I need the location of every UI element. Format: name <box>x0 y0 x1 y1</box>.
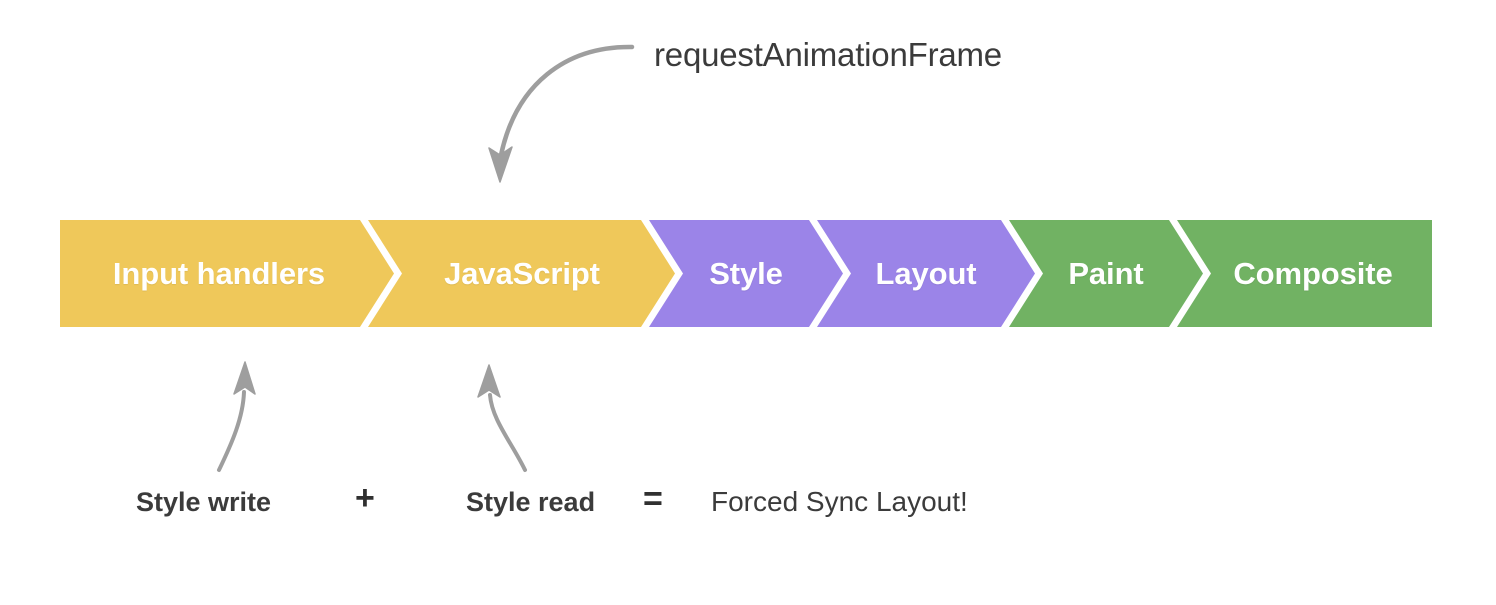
pipeline-stage-label-input-handlers[interactable]: Input handlers <box>112 255 326 291</box>
pipeline-stage-label-style[interactable]: Style <box>709 255 783 291</box>
pipeline-stage-label-javascript[interactable]: JavaScript <box>444 255 600 291</box>
pipeline-stage-label-composite[interactable]: Composite <box>1233 255 1393 291</box>
pipeline-stage-shape-style[interactable] <box>649 220 843 327</box>
formula-operator-plus: + <box>355 479 375 517</box>
pipeline-stage-shape-layout[interactable] <box>817 220 1035 327</box>
rendering-pipeline: Input handlers JavaScript Style Layout P… <box>60 220 1432 327</box>
formula-term-style-write: Style write <box>136 487 272 517</box>
formula-result-forced-sync-layout: Forced Sync Layout! <box>711 486 968 517</box>
pipeline-stage-label-paint[interactable]: Paint <box>1068 255 1144 291</box>
formula-operator-equals: = <box>643 480 663 518</box>
pipeline-stage-label-layout[interactable]: Layout <box>875 255 977 291</box>
pipeline-stage-shape-javascript[interactable] <box>368 220 675 327</box>
curved-arrow-up-icon-style-read <box>477 364 527 472</box>
formula-term-style-read: Style read <box>466 487 596 517</box>
pipeline-stage-shape-composite[interactable] <box>1177 220 1432 327</box>
curved-arrow-down-icon <box>488 44 635 183</box>
curved-arrow-up-icon-style-write <box>217 361 256 472</box>
pipeline-shapes <box>60 220 1432 327</box>
request-animation-frame-label: requestAnimationFrame <box>654 36 1002 73</box>
pipeline-stage-shape-paint[interactable] <box>1009 220 1203 327</box>
pipeline-stage-shape-input-handlers[interactable] <box>60 220 394 327</box>
